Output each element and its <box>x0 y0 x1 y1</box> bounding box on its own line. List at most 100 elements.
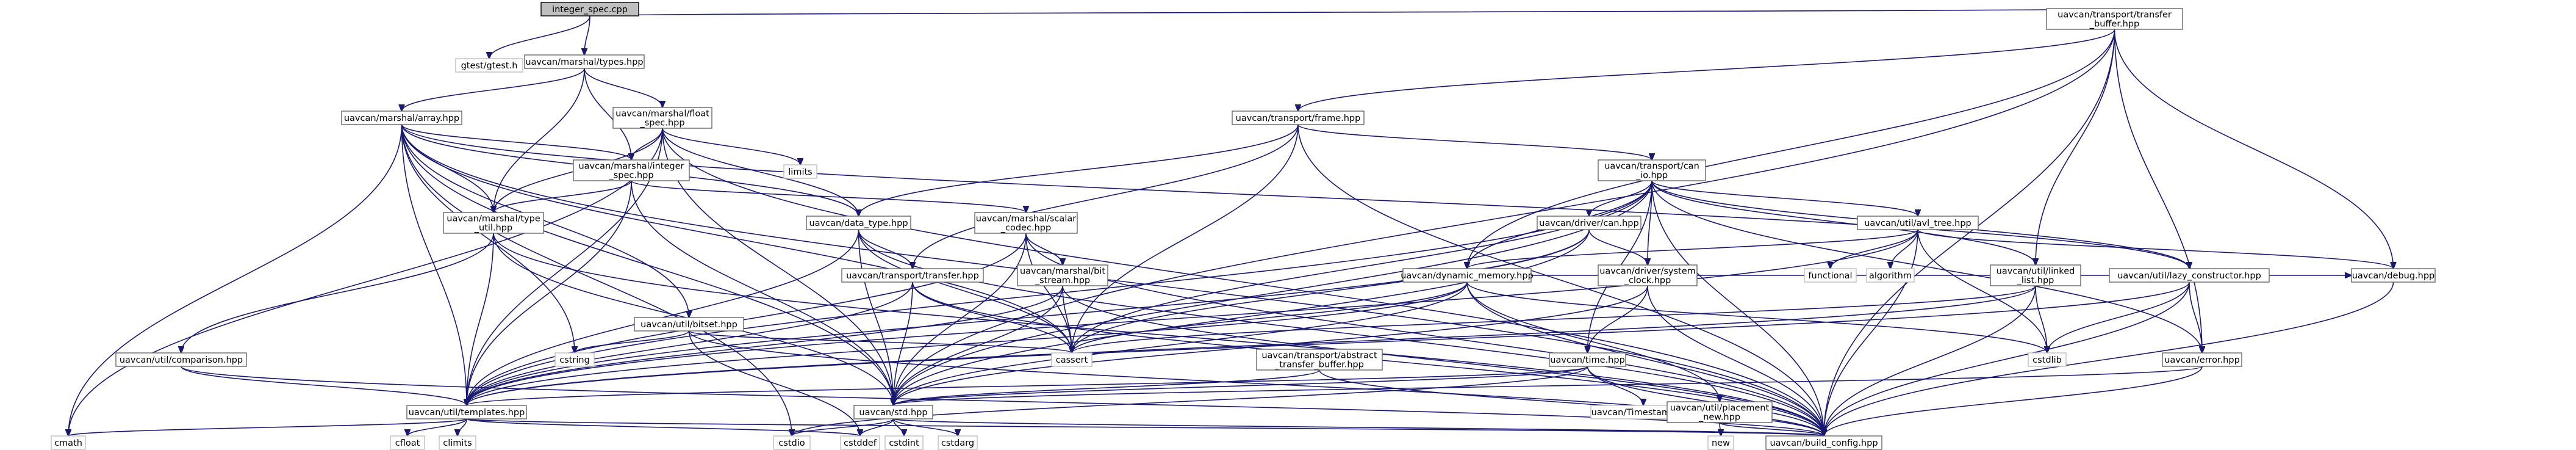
node-label: limits <box>788 167 812 177</box>
edge-can_io-to-error <box>1651 180 2202 353</box>
node-label: uavcan/util/linked <box>1997 267 2075 277</box>
edge-can_io-to-build_config <box>1651 180 1824 436</box>
node-debug[interactable]: uavcan/debug.hpp <box>2351 268 2436 283</box>
node-label: uavcan/marshal/type <box>447 214 540 224</box>
edge-comparison-to-build_config <box>181 366 1824 436</box>
node-box <box>773 435 811 450</box>
edge-driver_can-to-system_clock <box>1588 229 1648 265</box>
edge-data_type-to-build_config <box>858 229 1824 436</box>
edge-array-to-cmath <box>68 124 403 436</box>
edge-system_clock-to-build_config <box>1647 285 1824 436</box>
node-new: new <box>1707 435 1734 450</box>
node-label: uavcan/util/bitset.hpp <box>640 320 737 330</box>
edge-array-to-build_config <box>401 124 1824 436</box>
node-types[interactable]: uavcan/marshal/types.hpp <box>524 54 645 69</box>
node-box <box>406 405 527 419</box>
edge-std-to-build_config <box>892 418 1824 436</box>
edge-integer_spec_cpp-to-gtest <box>489 15 590 59</box>
edge-lazy_constructor-to-cstdlib <box>2047 281 2190 353</box>
node-frame[interactable]: uavcan/transport/frame.hpp <box>1232 111 1365 125</box>
node-transfer[interactable]: uavcan/transport/transfer.hpp <box>841 268 984 283</box>
node-bitset[interactable]: uavcan/util/bitset.hpp <box>634 317 744 332</box>
node-std[interactable]: uavcan/std.hpp <box>853 405 933 419</box>
node-label: uavcan/data_type.hpp <box>809 219 908 228</box>
node-data-type[interactable]: uavcan/data_type.hpp <box>806 216 911 230</box>
node-cstddef: cstddef <box>840 435 880 450</box>
node-bit-stream[interactable]: uavcan/marshal/bit_stream.hpp <box>1017 264 1108 286</box>
node-lazy-constructor[interactable]: uavcan/util/lazy_constructor.hpp <box>2109 268 2270 283</box>
node-driver-can[interactable]: uavcan/driver/can.hpp <box>1537 216 1641 230</box>
node-placement-new[interactable]: uavcan/util/placement_new.hpp <box>1667 401 1773 423</box>
edge-time-to-templates <box>467 366 1588 405</box>
node-label: functional <box>1808 271 1852 281</box>
node-avl-tree[interactable]: uavcan/util/avl_tree.hpp <box>1857 216 1979 230</box>
node-linked-list[interactable]: uavcan/util/linked_list.hpp <box>1990 264 2081 286</box>
node-system-clock[interactable]: uavcan/driver/system_clock.hpp <box>1598 264 1698 286</box>
node-time[interactable]: uavcan/time.hpp <box>1549 352 1626 367</box>
edge-transfer_buffer-to-error <box>2114 29 2203 353</box>
edge-driver_can-to-cassert <box>1072 229 1590 353</box>
edge-abstract_transfer_buffer-to-std <box>894 369 1320 405</box>
edge-float_spec-to-build_config <box>662 128 1824 436</box>
node-label: _clock.hpp <box>1624 276 1671 286</box>
node-box <box>1402 268 1532 283</box>
edge-templates-to-cmath <box>68 418 467 436</box>
edge-transfer_buffer-to-linked_list <box>2036 29 2115 265</box>
node-label: uavcan/time.hpp <box>1550 355 1625 365</box>
node-abstract-transfer-buffer[interactable]: uavcan/transport/abstract_transfer_buffe… <box>1256 349 1383 371</box>
edge-data_type-to-transfer <box>858 229 913 269</box>
node-label: uavcan/transport/transfer.hpp <box>846 271 979 281</box>
node-label: _stream.hpp <box>1035 276 1090 286</box>
edge-types-to-integer_spec <box>584 68 631 160</box>
node-array[interactable]: uavcan/marshal/array.hpp <box>341 111 462 125</box>
edge-debug-to-build_config <box>1824 281 2394 436</box>
edge-transfer-to-std <box>894 281 913 405</box>
node-box <box>1990 264 2081 286</box>
node-box <box>1051 352 1092 367</box>
node-type-util[interactable]: uavcan/marshal/type_util.hpp <box>443 212 544 234</box>
edge-data_type-to-cassert <box>858 229 1072 353</box>
node-box <box>2046 8 2183 30</box>
node-scalar-codec[interactable]: uavcan/marshal/scalar_codec.hpp <box>974 212 1078 234</box>
node-integer-spec[interactable]: uavcan/marshal/integer_spec.hpp <box>573 159 690 181</box>
node-box <box>1707 435 1734 450</box>
node-box <box>853 405 933 419</box>
node-error[interactable]: uavcan/error.hpp <box>2162 352 2242 367</box>
node-box <box>974 212 1078 234</box>
node-box <box>51 435 86 450</box>
edge-transfer_buffer-to-debug <box>2114 29 2394 269</box>
edge-time-to-cstdio <box>792 366 1588 436</box>
edge-type_util-to-build_config <box>493 233 1824 436</box>
edge-time-to-build_config <box>1587 366 1824 436</box>
edge-lazy_constructor-to-build_config <box>1824 281 2190 436</box>
node-float-spec[interactable]: uavcan/marshal/float_spec.hpp <box>612 107 712 129</box>
node-box <box>390 435 425 450</box>
node-dynamic-memory[interactable]: uavcan/dynamic_memory.hpp <box>1401 268 1534 283</box>
node-box <box>1232 111 1365 125</box>
node-transfer-buffer[interactable]: uavcan/transport/transfer_buffer.hpp <box>2046 8 2183 30</box>
node-box <box>783 164 817 179</box>
node-can-io[interactable]: uavcan/transport/can_io.hpp <box>1598 159 1706 181</box>
edge-array-to-lazy_constructor <box>401 124 2190 269</box>
edge-array-to-cstring <box>401 124 575 353</box>
node-label: uavcan/error.hpp <box>2164 355 2240 365</box>
node-templates[interactable]: uavcan/util/templates.hpp <box>406 405 527 419</box>
node-label: _transfer_buffer.hpp <box>1274 360 1364 370</box>
edge-placement_new-to-new <box>1720 422 1721 436</box>
node-box <box>1598 264 1698 286</box>
edge-std-to-cstdarg <box>892 418 958 436</box>
node-box <box>841 268 984 283</box>
edge-dynamic_memory-to-build_config <box>1466 281 1824 436</box>
node-label: uavcan/transport/abstract <box>1261 351 1377 361</box>
node-build-config[interactable]: uavcan/build_config.hpp <box>1765 435 1882 450</box>
edge-types-to-type_util <box>493 68 585 212</box>
node-box <box>455 58 523 73</box>
node-label: uavcan/util/templates.hpp <box>409 408 525 418</box>
node-label: gtest/gtest.h <box>461 61 518 71</box>
node-label: uavcan/marshal/float <box>615 109 709 119</box>
node-box <box>1667 401 1773 423</box>
node-label: cfloat <box>395 438 420 448</box>
node-integer-spec-cpp[interactable]: integer_spec.cpp <box>540 2 639 16</box>
node-comparison[interactable]: uavcan/util/comparison.hpp <box>115 352 247 367</box>
